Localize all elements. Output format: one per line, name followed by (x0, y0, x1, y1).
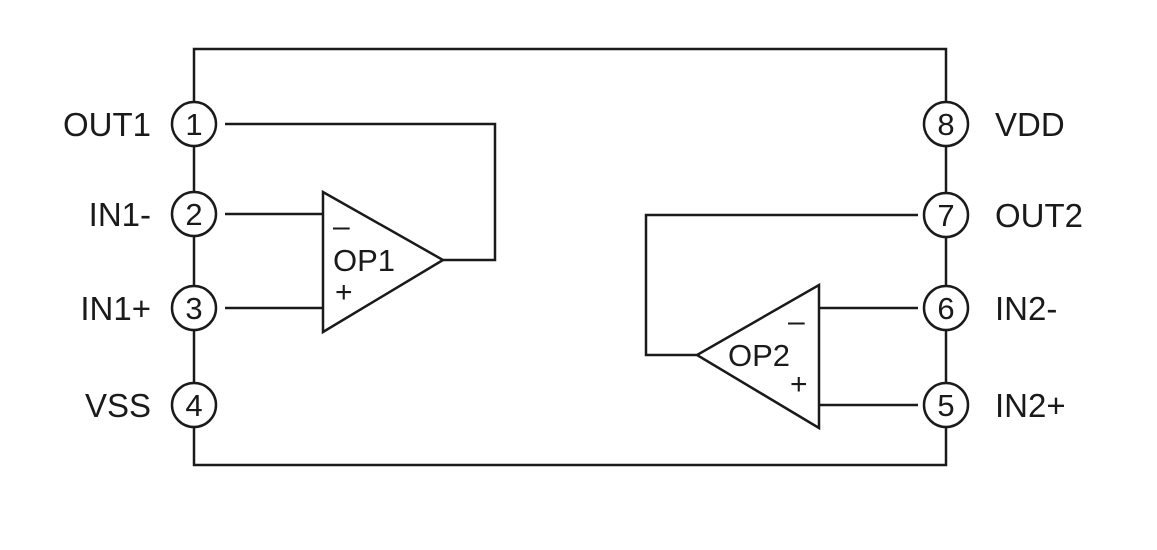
pin-8: 8 VDD (922, 100, 1065, 148)
op2-feedback-wire (644, 213, 918, 357)
pin-5: 5 IN2+ (922, 381, 1066, 429)
pin-1-circle (170, 100, 218, 148)
pin-3-number: 3 (185, 291, 202, 326)
pin-2: 2 IN1- (89, 190, 218, 238)
pin-6-name: IN2- (995, 290, 1057, 327)
pin-8-name: VDD (995, 106, 1065, 143)
pin-1: 1 OUT1 (63, 100, 218, 148)
pin-6-number: 6 (937, 291, 954, 326)
pin-4: 4 VSS (85, 381, 218, 429)
pin-7-circle (922, 191, 970, 239)
pin-3-name: IN1+ (80, 290, 151, 327)
pin-6-circle (922, 284, 970, 332)
pin-6: 6 IN2- (922, 284, 1057, 332)
pin-5-number: 5 (937, 388, 954, 423)
pin-2-name: IN1- (89, 196, 151, 233)
pin-8-number: 8 (937, 107, 954, 142)
pin-5-circle (922, 381, 970, 429)
op2-minus-sign: – (788, 305, 805, 338)
op1-label: OP1 (333, 243, 395, 278)
op1-amplifier (321, 189, 446, 335)
pin-3-circle (170, 284, 218, 332)
pin-7: 7 OUT2 (922, 191, 1083, 239)
pin-1-name: OUT1 (63, 106, 151, 143)
op1-plus-sign: + (335, 276, 353, 309)
op1-minus-sign: – (333, 210, 350, 243)
pin-2-circle (170, 190, 218, 238)
package-body (192, 47, 948, 467)
pin-4-circle (170, 381, 218, 429)
pin-5-name: IN2+ (995, 387, 1066, 424)
pin-4-number: 4 (185, 388, 202, 423)
op1-feedback-wire (225, 122, 497, 262)
pin-3: 3 IN1+ (80, 284, 218, 332)
op2-amplifier (694, 282, 821, 431)
pin-1-number: 1 (185, 107, 202, 142)
pin-7-number: 7 (937, 198, 954, 233)
pin-4-name: VSS (85, 387, 151, 424)
op2-label: OP2 (728, 338, 790, 373)
op2-plus-sign: + (790, 368, 808, 401)
pin-8-circle (922, 100, 970, 148)
pin-7-name: OUT2 (995, 197, 1083, 234)
pin-2-number: 2 (185, 197, 202, 232)
